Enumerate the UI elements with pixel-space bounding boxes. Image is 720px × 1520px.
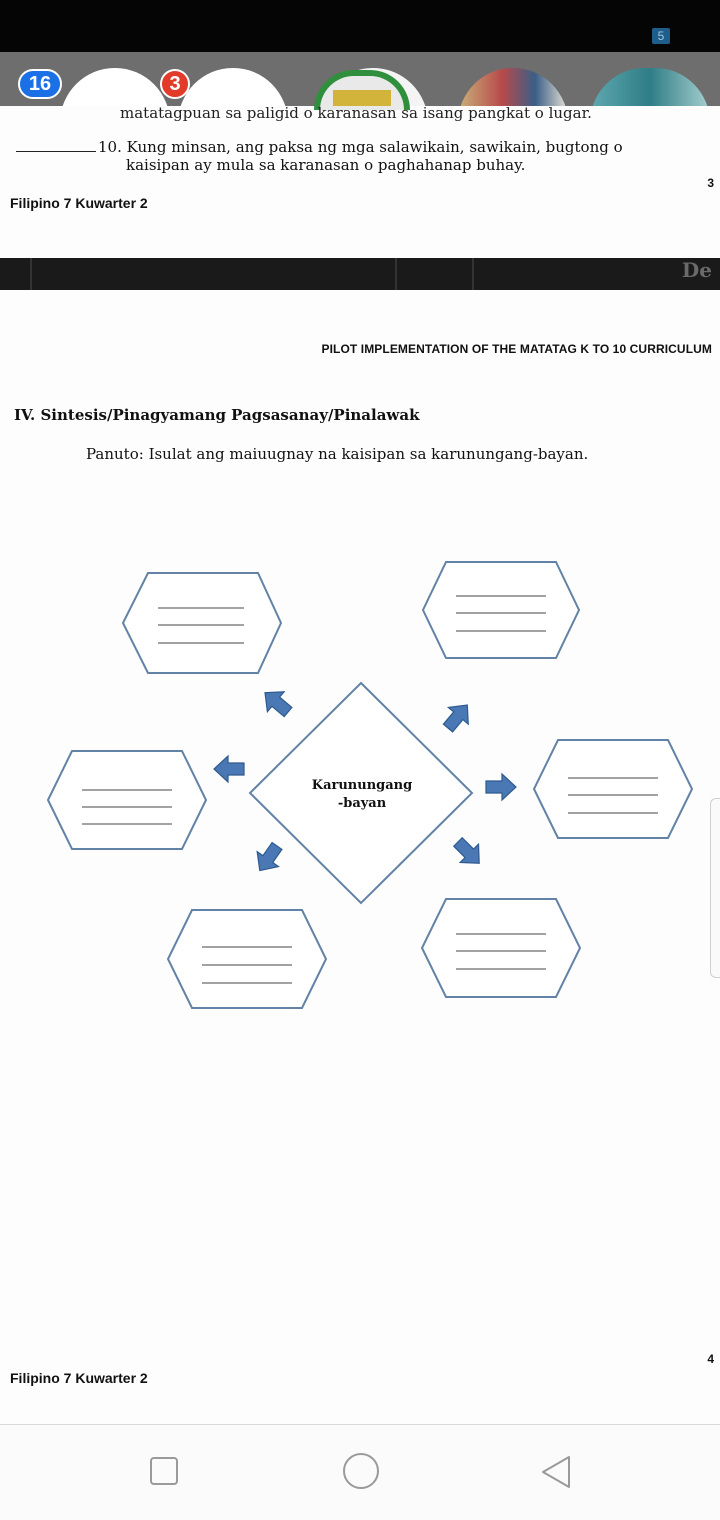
arrow-up-left-icon xyxy=(256,682,297,723)
stories-strip xyxy=(0,52,720,106)
notification-count-badge: 3 xyxy=(160,69,190,99)
answer-box-middle-right[interactable] xyxy=(532,739,694,839)
section-title: IV. Sintesis/Pinagyamang Pagsasanay/Pina… xyxy=(14,406,420,424)
arrow-up-right-icon xyxy=(437,696,478,737)
arrow-left-icon xyxy=(213,755,245,783)
arrow-down-right-icon xyxy=(448,832,490,874)
answer-blank[interactable] xyxy=(16,151,96,152)
status-bar: 5 xyxy=(0,0,720,52)
document-text-line: matatagpuan sa paligid o karanasan sa is… xyxy=(120,104,592,122)
story-thumbnail[interactable] xyxy=(458,68,568,106)
school-logo-inner xyxy=(333,90,391,106)
question-text-continued: kaisipan ay mula sa karanasan o paghahan… xyxy=(126,156,526,174)
side-panel-handle[interactable] xyxy=(710,798,720,978)
arrow-right-icon xyxy=(485,773,517,801)
center-concept-diamond: Karunungang -bayan xyxy=(248,681,474,905)
answer-box-top-left[interactable] xyxy=(121,572,283,674)
instruction-text: Panuto: Isulat ang maiuugnay na kaisipan… xyxy=(86,445,589,463)
concept-map-diagram: Karunungang -bayan xyxy=(46,561,694,1009)
story-thumbnail[interactable] xyxy=(178,68,288,106)
page-header: PILOT IMPLEMENTATION OF THE MATATAG K TO… xyxy=(321,342,712,356)
center-concept-label: Karunungang xyxy=(312,778,412,793)
center-concept-label-2: -bayan xyxy=(338,796,387,811)
question-text: 10. Kung minsan, ang paksa ng mga salawi… xyxy=(98,138,623,156)
notification-count-badge: 16 xyxy=(18,69,62,99)
page-number: 4 xyxy=(707,1352,714,1366)
page-separator: De xyxy=(0,258,720,290)
answer-box-bottom-right[interactable] xyxy=(420,898,582,998)
back-icon[interactable] xyxy=(540,1455,572,1489)
page-footer: Filipino 7 Kuwarter 2 xyxy=(10,1370,148,1386)
story-thumbnail[interactable] xyxy=(60,68,170,106)
system-navigation-bar xyxy=(0,1424,720,1520)
home-icon[interactable] xyxy=(343,1453,379,1489)
story-thumbnail[interactable] xyxy=(590,68,710,106)
page-number: 3 xyxy=(707,176,714,190)
status-indicator: 5 xyxy=(652,28,670,44)
recent-apps-icon[interactable] xyxy=(150,1457,178,1485)
deped-logo-fragment: De xyxy=(681,258,712,282)
answer-box-middle-left[interactable] xyxy=(46,750,208,850)
page-footer: Filipino 7 Kuwarter 2 xyxy=(10,195,148,211)
arrow-down-left-icon xyxy=(248,837,289,879)
answer-box-top-right[interactable] xyxy=(421,561,581,659)
answer-box-bottom-left[interactable] xyxy=(166,909,328,1009)
